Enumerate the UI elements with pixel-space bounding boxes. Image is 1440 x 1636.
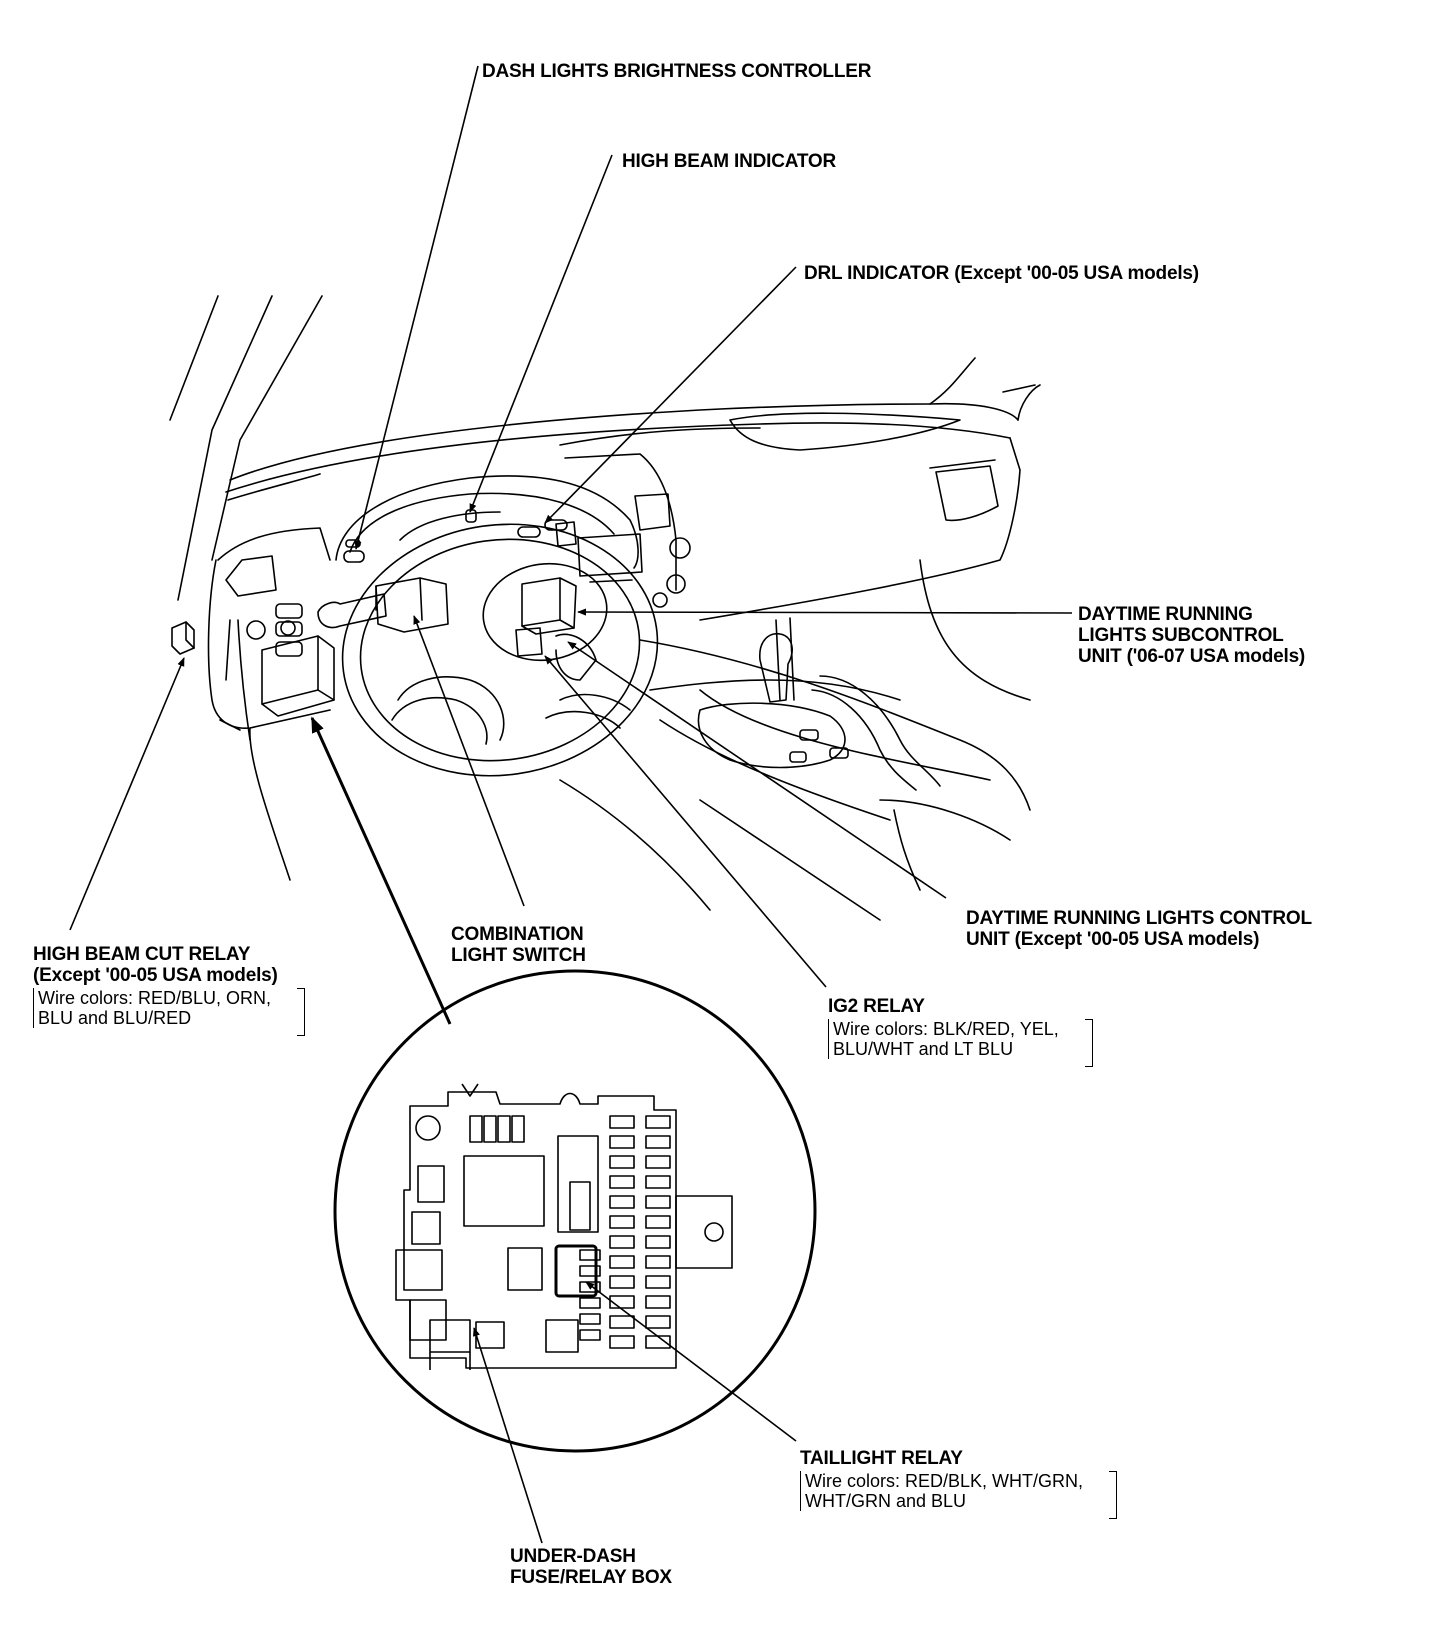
label-ig2-relay: IG2 RELAY Wire colors: BLK/RED, YEL, BLU… — [828, 996, 1093, 1067]
label-high-beam-indicator: HIGH BEAM INDICATOR — [622, 151, 836, 172]
label-drl-indicator: DRL INDICATOR (Except '00-05 USA models) — [804, 263, 1199, 284]
fuse-relay-box — [395, 1083, 733, 1370]
label-drl-subcontrol-unit: DAYTIME RUNNING LIGHTS SUBCONTROL UNIT (… — [1078, 604, 1306, 667]
label-dash-lights-controller: DASH LIGHTS BRIGHTNESS CONTROLLER — [482, 61, 872, 82]
label-high-beam-cut-relay: HIGH BEAM CUT RELAY (Except '00-05 USA m… — [33, 944, 306, 1036]
dashboard-artwork — [169, 295, 1041, 921]
leader-lines — [69, 65, 1073, 1544]
label-taillight-relay: TAILLIGHT RELAY Wire colors: RED/BLK, WH… — [800, 1448, 1118, 1519]
detail-circle — [333, 969, 817, 1453]
high-beam-cut-relay-wire-colors: Wire colors: RED/BLU, ORN, BLU and BLU/R… — [33, 988, 306, 1036]
ig2-relay-wire-colors: Wire colors: BLK/RED, YEL, BLU/WHT and L… — [828, 1019, 1093, 1067]
label-drl-control-unit: DAYTIME RUNNING LIGHTS CONTROL UNIT (Exc… — [966, 908, 1312, 950]
taillight-relay-wire-colors: Wire colors: RED/BLK, WHT/GRN, WHT/GRN a… — [800, 1471, 1118, 1519]
label-under-dash-fuse-relay-box: UNDER-DASH FUSE/RELAY BOX — [510, 1546, 672, 1588]
label-combination-light-switch: COMBINATION LIGHT SWITCH — [451, 924, 586, 966]
